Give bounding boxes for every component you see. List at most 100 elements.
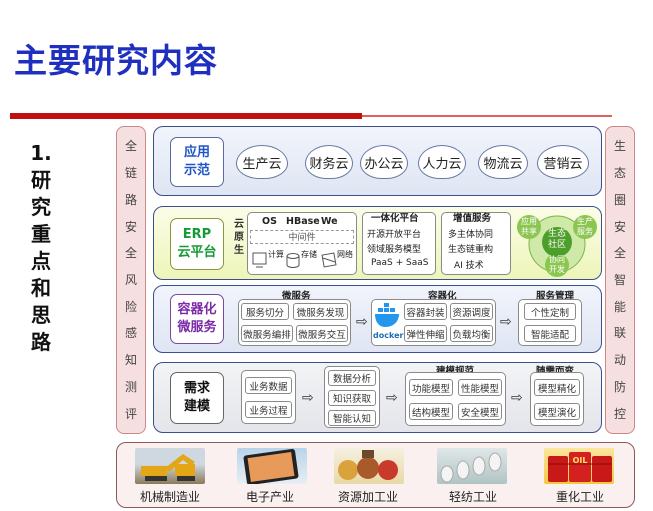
business-process-box: 业务过程 xyxy=(245,401,292,418)
arrow-right-icon: ⇨ xyxy=(356,314,368,330)
knowledge-acquisition-box: 知识获取 xyxy=(328,390,376,406)
label-line: 应用 xyxy=(183,145,210,160)
compute-label: 计算 xyxy=(268,250,284,259)
resource-bowl xyxy=(357,457,379,479)
logistics-cloud: 物流云 xyxy=(478,145,528,179)
spool-icon xyxy=(456,460,470,480)
database-icon-body xyxy=(286,256,300,268)
panel-char: 感 xyxy=(124,326,137,341)
section-char: 思 xyxy=(31,303,51,327)
ecosystem-node-label: 应用共享 xyxy=(521,217,537,236)
label-line: 需求 xyxy=(183,381,210,396)
microservice-layer-label: 容器化 微服务 xyxy=(170,294,224,344)
excavator-icon xyxy=(141,454,195,481)
label-line: 容器化 xyxy=(177,302,217,317)
ecosystem-node xyxy=(573,215,597,239)
industry-heavy-chemical: 重化工业 xyxy=(556,490,605,504)
textile-image xyxy=(437,448,507,484)
page-title: 主要研究内容 xyxy=(14,41,218,80)
function-model-box: 功能模型 xyxy=(409,379,453,396)
label-char: 原 xyxy=(234,232,244,243)
container-packaging-box: 容器封装 xyxy=(404,303,447,320)
label-line: 建模 xyxy=(183,399,210,414)
docker-logo-icon: docker xyxy=(373,302,404,342)
panel-char: 知 xyxy=(124,353,137,368)
panel-char: 险 xyxy=(124,299,137,314)
section-char: 和 xyxy=(31,276,51,300)
docker-container-icon xyxy=(384,308,389,312)
excavator-body xyxy=(141,466,167,476)
intelligent-cognition-box: 智能认知 xyxy=(328,410,376,426)
smart-adaptation-box: 智能适配 xyxy=(524,325,576,342)
spool-icon xyxy=(472,456,486,476)
oil-barrel-icon xyxy=(548,452,612,482)
tablet-screen xyxy=(247,452,295,482)
excavator-track xyxy=(145,476,167,481)
security-model-box: 安全模型 xyxy=(458,403,502,420)
marketing-cloud: 营销云 xyxy=(537,145,589,179)
erp-layer-label: ERP 云平台 xyxy=(170,218,224,270)
panel-char: 路 xyxy=(124,192,137,207)
label-line: 生态 xyxy=(548,229,567,239)
storage-label: 存储 xyxy=(301,250,317,259)
network-label: 网络 xyxy=(337,250,353,259)
integrated-item: 领域服务模型 xyxy=(367,245,422,255)
label-line: 微服务 xyxy=(177,320,217,335)
panel-char: 能 xyxy=(613,299,626,314)
section-char: 点 xyxy=(31,249,51,273)
arrow-right-icon: ⇨ xyxy=(302,390,314,406)
docker-container-icon xyxy=(384,303,389,307)
panel-char: 全 xyxy=(124,246,137,261)
service-mgmt-title: 服务管理 xyxy=(536,291,575,302)
arrow-right-icon: ⇨ xyxy=(386,390,398,406)
arrow-right-icon: ⇨ xyxy=(500,314,512,330)
ecosystem-node-label: 生产服务 xyxy=(577,217,593,236)
oil-barrel xyxy=(548,456,568,482)
section-heading: 1. 研 究 重 点 和 思 路 xyxy=(26,140,56,356)
computer-icon xyxy=(252,252,267,265)
ecosystem-graphic xyxy=(517,215,597,277)
hr-cloud: 人力云 xyxy=(418,145,466,179)
network-icon xyxy=(321,252,337,268)
ecosystem-center-label: 生态 社区 xyxy=(548,229,566,251)
panel-char: 生 xyxy=(613,139,626,154)
section-char: 究 xyxy=(31,195,51,219)
business-data-box: 业务数据 xyxy=(245,377,292,394)
cloud-native-label: 云 原 生 xyxy=(234,218,246,257)
resource-scheduling-box: 资源调度 xyxy=(450,303,493,320)
office-cloud: 办公云 xyxy=(360,145,408,179)
label-line: ERP xyxy=(182,227,212,242)
value-added-item: 多主体协同 xyxy=(448,230,494,240)
resource-icons xyxy=(252,252,337,268)
panel-char: 智 xyxy=(613,272,626,287)
ecosystem-node xyxy=(545,253,569,277)
excavator-arm xyxy=(165,454,195,472)
integrated-item: 开源开放平台 xyxy=(367,230,422,240)
service-interaction-box: 微服务交互 xyxy=(296,325,348,342)
label-line: 示范 xyxy=(183,163,210,178)
middleware-box: 中间件 xyxy=(250,230,354,244)
value-added-title: 增值服务 xyxy=(453,213,492,224)
integrated-item: PaaS + SaaS xyxy=(371,258,429,268)
panel-char: 安 xyxy=(124,219,137,234)
stack-hbase: HBase xyxy=(286,216,320,227)
service-split-box: 服务切分 xyxy=(241,303,289,320)
resources-icon xyxy=(338,450,398,480)
section-char: 重 xyxy=(31,222,51,246)
arrow-right-icon: ⇨ xyxy=(511,390,523,406)
docker-label: docker xyxy=(373,331,404,340)
production-cloud: 生产云 xyxy=(236,145,288,179)
panel-char: 安 xyxy=(613,219,626,234)
panel-char: 测 xyxy=(124,379,137,394)
ecosystem-diagram: 生态 社区 应用共享 生产服务 协同开发 xyxy=(514,211,600,277)
service-discovery-box: 微服务发现 xyxy=(293,303,348,320)
docker-container-icon xyxy=(390,308,395,312)
resource-row: 计算 存储 网络 xyxy=(251,249,355,273)
label-line: 云平台 xyxy=(177,245,217,260)
panel-char: 链 xyxy=(124,166,137,181)
excavator-body-2 xyxy=(175,464,195,476)
on-demand-title: 随需而变 xyxy=(536,363,574,377)
panel-char: 态 xyxy=(613,166,626,181)
section-char: 研 xyxy=(31,168,51,192)
resources-image xyxy=(334,448,404,484)
